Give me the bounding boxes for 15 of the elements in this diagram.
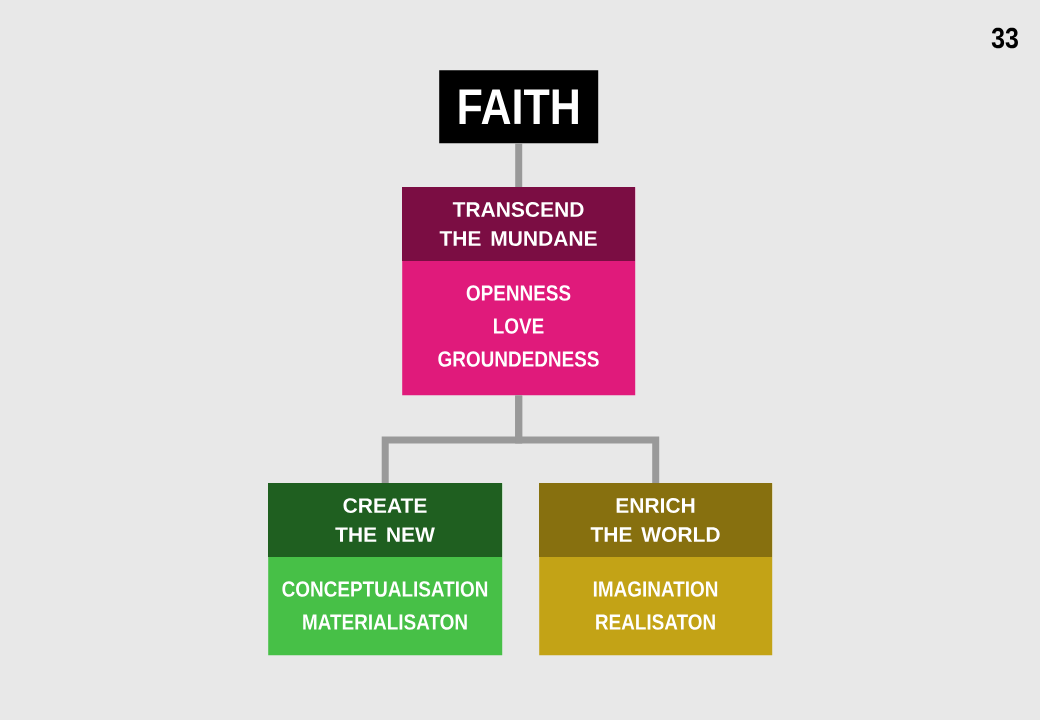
- category-box: [402, 187, 636, 396]
- list-item: IMAGINATION: [593, 581, 718, 597]
- list-item: GROUNDEDNESS: [438, 351, 599, 367]
- root-box: FAITH: [439, 70, 599, 144]
- header-band: CREATE THE NEW: [268, 483, 502, 557]
- list-item: OPENNESS: [466, 285, 571, 301]
- category-box: [268, 483, 503, 656]
- category-box: [539, 483, 773, 656]
- list-item: CONCEPTUALISATION: [282, 581, 488, 597]
- page-number: 33: [991, 27, 1018, 49]
- list-item: REALISATON: [596, 614, 715, 630]
- header-band: TRANSCEND THE MUNDANE: [402, 187, 635, 261]
- list-item: LOVE: [494, 318, 544, 334]
- header-band: ENRICH THE WORLD: [539, 483, 772, 557]
- list-item: MATERIALISATON: [303, 614, 467, 630]
